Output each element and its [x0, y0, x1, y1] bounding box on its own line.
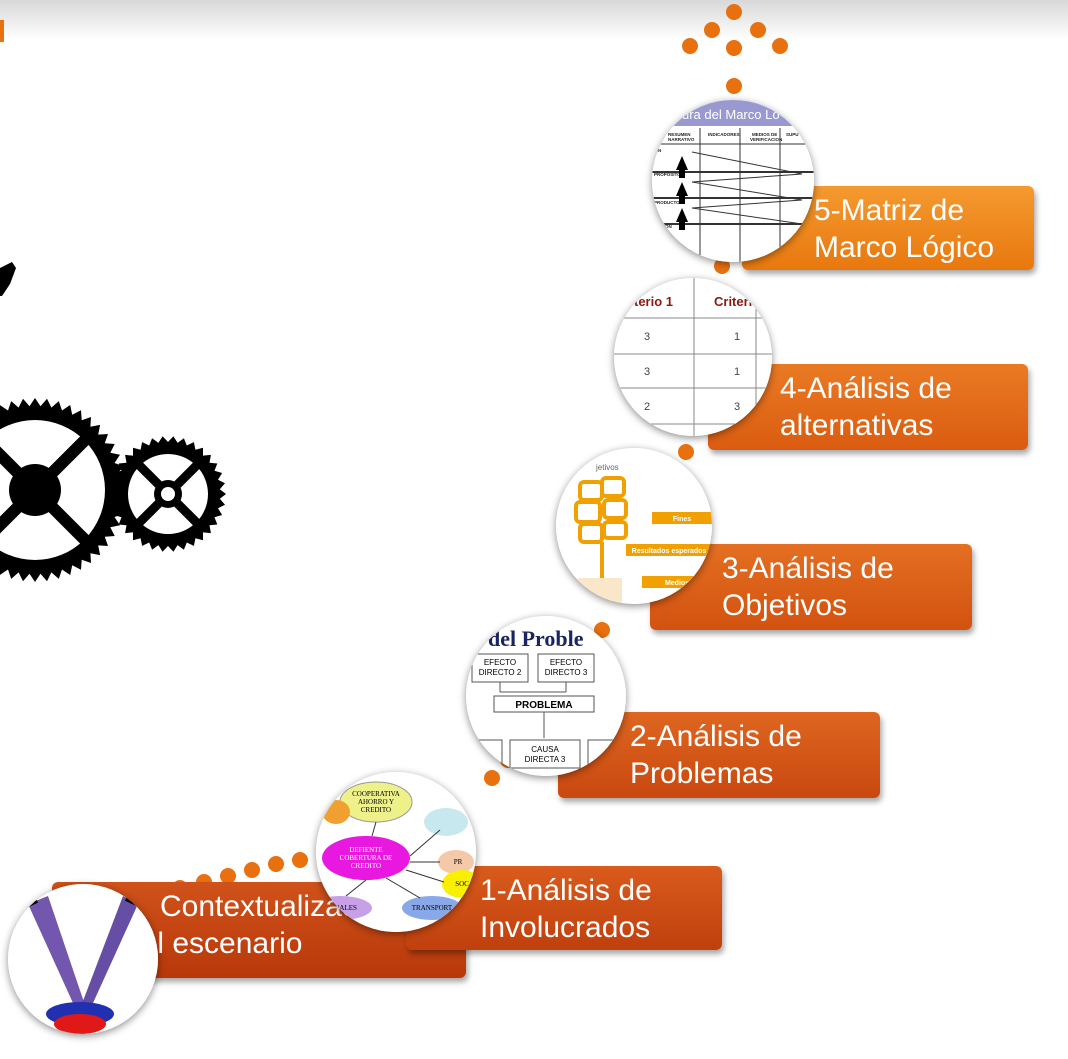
- step-label-line1: 3-Análisis de: [722, 552, 894, 585]
- svg-text:EFECTO: EFECTO: [484, 658, 516, 667]
- path-dot: [726, 40, 742, 56]
- large-gear-icon: [0, 398, 127, 582]
- small-gear-icon: [110, 436, 226, 552]
- svg-text:del Proble: del Proble: [488, 626, 584, 651]
- step-label-line2: Involucrados: [480, 911, 651, 944]
- svg-text:1: 1: [734, 366, 740, 378]
- svg-text:COBERTURA DE: COBERTURA DE: [340, 854, 393, 862]
- svg-text:PROPOSITO: PROPOSITO: [654, 172, 681, 177]
- problem-tree-icon: del Proble EFECTO DIRECTO 2 EFECTO DIREC…: [466, 616, 626, 776]
- thumb-involucrados: COOPERATIVA AHORRO Y CREDITO PR DEFIENTE…: [316, 772, 476, 932]
- svg-text:INDICADORES: INDICADORES: [708, 132, 740, 137]
- step-label-line1: 5-Matriz de: [814, 194, 965, 227]
- svg-text:MEDIOS DE: MEDIOS DE: [752, 132, 777, 137]
- path-dot: [268, 856, 284, 872]
- path-dot: [244, 862, 260, 878]
- path-dot: [772, 38, 788, 54]
- step-label-line2: alternativas: [780, 409, 934, 442]
- svg-text:SOC: SOC: [455, 880, 469, 888]
- svg-text:Medios: Medios: [665, 580, 689, 587]
- svg-text:3: 3: [644, 331, 650, 343]
- path-dot: [682, 38, 698, 54]
- svg-text:RESUMEN: RESUMEN: [668, 132, 691, 137]
- svg-text:DIRECTO 2: DIRECTO 2: [479, 668, 522, 677]
- path-dot: [484, 770, 500, 786]
- svg-text:DEFIENTE: DEFIENTE: [349, 846, 382, 854]
- svg-text:jetivos: jetivos: [595, 463, 619, 472]
- step-label-line2: Objetivos: [722, 589, 848, 622]
- svg-text:COOPERATIVA: COOPERATIVA: [352, 790, 400, 798]
- svg-text:1: 1: [734, 331, 740, 343]
- spotlight-icon: [8, 884, 158, 1034]
- logframe-matrix-icon: ura del Marco Lo RESUMEN NARRATIVO INDIC…: [652, 100, 814, 262]
- svg-text:3: 3: [644, 366, 650, 378]
- thumb-contextualizacion: [8, 884, 158, 1034]
- svg-text:2: 2: [644, 401, 650, 413]
- path-dot: [726, 78, 742, 94]
- svg-text:AHORRO Y: AHORRO Y: [358, 798, 394, 806]
- thumb-problemas: del Proble EFECTO DIRECTO 2 EFECTO DIREC…: [466, 616, 626, 776]
- path-dot: [594, 622, 610, 638]
- svg-text:3: 3: [734, 401, 740, 413]
- path-dot: [220, 868, 236, 884]
- thumb-matriz: ura del Marco Lo RESUMEN NARRATIVO INDIC…: [652, 100, 814, 262]
- step-label-line1: 1-Análisis de: [480, 874, 652, 907]
- path-dot: [292, 852, 308, 868]
- path-dot: [714, 258, 730, 274]
- svg-text:Resultados esperados: Resultados esperados: [632, 548, 707, 555]
- svg-text:DIRECTA 3: DIRECTA 3: [525, 755, 566, 764]
- step-problemas: 2-Análisis de Problemas: [558, 712, 880, 798]
- svg-text:PRODUCTOS: PRODUCTOS: [654, 200, 683, 205]
- thumb-alternativas: terio 1 Criterio 3 1 3 1 2 3: [614, 278, 772, 436]
- top-gradient-bar: [0, 0, 1068, 40]
- dotted-path: [172, 4, 788, 896]
- svg-text:terio 1: terio 1: [634, 294, 673, 309]
- svg-text:EFECTO: EFECTO: [550, 658, 582, 667]
- svg-text:PR: PR: [454, 858, 463, 866]
- path-dot: [726, 4, 742, 20]
- svg-text:CAUSA: CAUSA: [531, 745, 559, 754]
- svg-text:VERIFICACION: VERIFICACION: [750, 137, 782, 142]
- svg-text:NARRATIVO: NARRATIVO: [668, 137, 695, 142]
- corner-accent-mark: [0, 20, 4, 42]
- svg-text:PROBLEMA: PROBLEMA: [515, 700, 572, 711]
- criteria-table-icon: terio 1 Criterio 3 1 3 1 2 3: [614, 278, 772, 436]
- svg-text:ura del Marco Lo: ura del Marco Lo: [682, 107, 780, 122]
- step-label-line2: Problemas: [630, 757, 774, 790]
- step-label-line1: 2-Análisis de: [630, 720, 802, 753]
- path-dot: [704, 22, 720, 38]
- svg-text:CREDITO: CREDITO: [361, 806, 391, 814]
- objective-tree-icon: jetivos Fines Resultados esperados Medio…: [556, 448, 712, 604]
- svg-text:FIN: FIN: [654, 148, 661, 153]
- wheel-fragment-icon: [0, 262, 16, 296]
- step-label-line2: Marco Lógico: [814, 231, 995, 264]
- svg-text:DIRECTO 3: DIRECTO 3: [545, 668, 588, 677]
- svg-text:SIONALES: SIONALES: [323, 904, 357, 912]
- svg-text:SUPU: SUPU: [786, 132, 799, 137]
- svg-text:TRANSPORT: TRANSPORT: [412, 904, 453, 912]
- thumb-objetivos: jetivos Fines Resultados esperados Medio…: [556, 448, 712, 604]
- path-dot: [750, 22, 766, 38]
- svg-text:CREDITO: CREDITO: [351, 862, 381, 870]
- step-label-line1: 4-Análisis de: [780, 372, 952, 405]
- svg-text:Fines: Fines: [673, 516, 691, 523]
- stakeholder-map-icon: COOPERATIVA AHORRO Y CREDITO PR DEFIENTE…: [316, 772, 476, 932]
- path-dot: [678, 444, 694, 460]
